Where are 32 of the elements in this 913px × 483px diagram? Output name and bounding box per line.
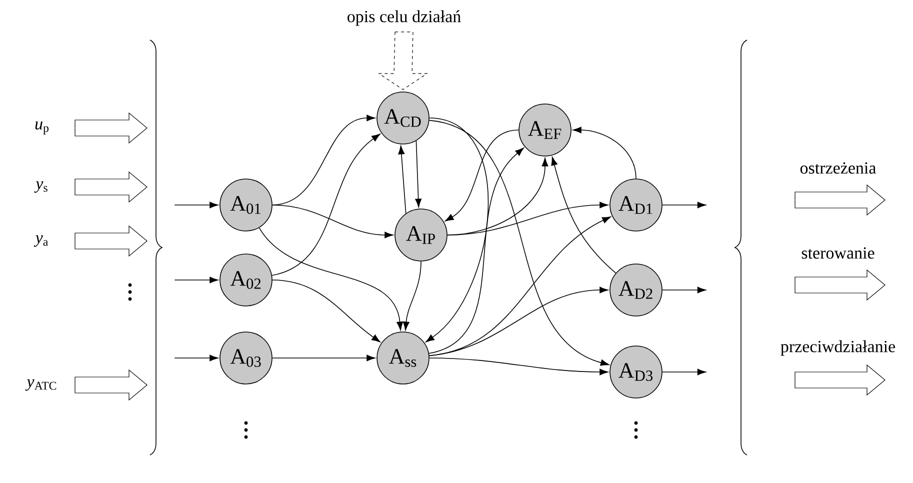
arrow [428,286,608,356]
arrow [272,354,376,362]
arrow [258,227,404,330]
arrow [447,202,608,236]
arrow [174,276,218,284]
arrow [662,202,706,208]
arrow [662,286,706,294]
arrow [551,156,616,274]
signal-label: y$_{ATC}$ [25,379,56,391]
signal-label: y$_{a}$ [34,235,48,247]
arrow [662,368,706,376]
arrow [272,280,380,342]
arrow [174,354,218,362]
arrow [272,134,380,276]
signal-label: y$_{s}$ [34,181,48,193]
arrow [428,148,524,354]
arrow [426,118,488,342]
block-arrow [378,32,428,90]
arrow [429,358,608,376]
signal-label: ostrzeżenia [800,162,876,174]
arrow [272,204,394,238]
arrow [415,140,422,208]
signal-label: przeciwdziałanie [780,340,896,356]
arrow [174,202,218,208]
signal-label: u$_{p}$ [35,122,49,134]
arrow [445,130,519,222]
arrow [402,261,422,330]
signal-label: sterowanie [802,247,874,259]
text-label: opis celu działań [348,10,461,26]
arrow [398,146,406,214]
arrow [428,120,610,366]
arrow [572,126,636,179]
